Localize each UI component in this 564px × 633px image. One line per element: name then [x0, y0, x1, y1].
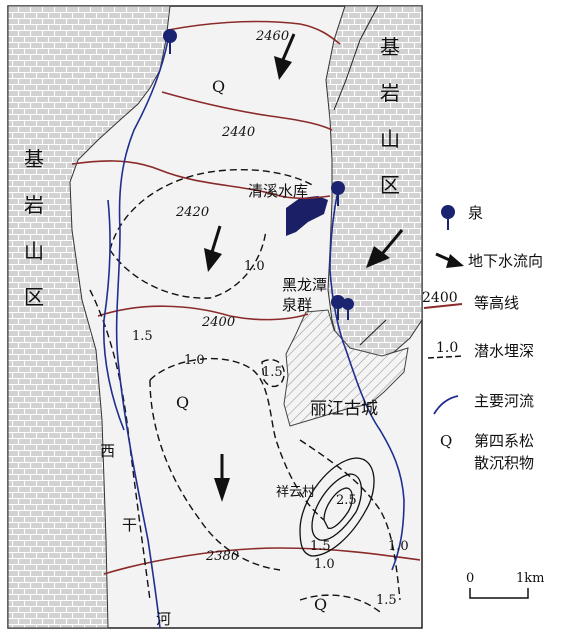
place-labels: 清溪水库 黑龙潭 泉群 丽江古城 祥云村	[248, 182, 378, 500]
svg-text:河: 河	[156, 610, 171, 628]
spring-heilongtan-2	[342, 298, 354, 320]
svg-text:1km: 1km	[516, 571, 544, 586]
flow-arrow-central	[204, 225, 222, 272]
ring-middle	[311, 473, 362, 541]
legend-river: 主要河流	[433, 392, 534, 415]
reservoir-shape	[286, 196, 328, 236]
depth-1.0-central	[149, 357, 325, 521]
river-east	[329, 189, 405, 571]
depth-rings-village	[299, 457, 375, 557]
svg-text:潜水埋深: 潜水埋深	[474, 342, 534, 360]
bedrock-right	[325, 5, 423, 365]
contour-2380	[103, 547, 421, 575]
legend-contour: 2400 等高线	[422, 290, 519, 312]
contour-labels: 2460 2440 2420 2400 2380	[175, 29, 289, 564]
spring-north	[163, 29, 177, 54]
contour-label-2420: 2420	[175, 205, 209, 220]
depth-label-2: 1.5	[132, 329, 153, 344]
rivers	[102, 39, 405, 629]
svg-text:散沉积物: 散沉积物	[474, 454, 534, 472]
contour-2420	[71, 160, 331, 200]
depth-1.0-north-return	[109, 229, 267, 299]
depth-label-7: 1.0	[314, 557, 335, 572]
reservoir-label: 清溪水库	[248, 182, 308, 200]
contour-2440	[161, 91, 333, 131]
spring-heilongtan-1	[331, 295, 345, 320]
legend-quaternary: Q 第四系松 散沉积物	[440, 432, 534, 472]
svg-text:第四系松: 第四系松	[474, 432, 534, 450]
legend-spring: 泉	[441, 204, 483, 230]
depth-label-4: 1.5	[262, 365, 283, 380]
ring-inner	[323, 487, 353, 530]
legend-depth: 1.0 潜水埋深	[427, 340, 534, 360]
svg-text:等高线: 等高线	[474, 294, 519, 312]
scale-bar: 0 1km	[466, 571, 544, 599]
depth-label-3: 1.0	[184, 353, 205, 368]
quaternary-labels: Q Q Q	[176, 77, 327, 614]
river-west-gan	[115, 39, 169, 629]
contour-label-2380: 2380	[205, 549, 239, 564]
q-label-central: Q	[176, 393, 189, 412]
spring-reservoir	[331, 181, 345, 206]
contour-label-2440: 2440	[221, 125, 255, 140]
springs	[163, 29, 354, 320]
depth-label-8: 1.0	[388, 539, 409, 554]
flow-arrow-north	[274, 33, 296, 80]
depth-label-5: 2.5	[336, 493, 357, 508]
svg-text:岩: 岩	[24, 193, 44, 217]
svg-text:泉: 泉	[468, 204, 483, 222]
depth-1.0-north	[109, 168, 315, 251]
old-town-label: 丽江古城	[310, 399, 378, 419]
legend-flow: 地下水流向	[435, 252, 543, 270]
contour-lines	[71, 20, 421, 575]
depth-1.5-small	[261, 358, 285, 387]
flow-arrow-east	[366, 229, 404, 268]
depth-label-6: 1.5	[310, 539, 331, 554]
depth-label-1: 1.0	[244, 259, 265, 274]
svg-text:主要河流: 主要河流	[474, 392, 534, 410]
bedrock-label-right: 基 岩 山 区	[380, 35, 400, 197]
svg-text:山: 山	[24, 239, 44, 263]
svg-text:西: 西	[100, 442, 115, 460]
svg-text:干: 干	[122, 516, 137, 534]
svg-text:2400: 2400	[422, 290, 458, 306]
ring-outer	[299, 457, 375, 557]
q-label-north: Q	[212, 77, 225, 96]
svg-text:0: 0	[466, 571, 474, 586]
depth-label-9: 1.5	[376, 593, 397, 608]
depth-south	[299, 594, 381, 613]
svg-text:1.0: 1.0	[436, 340, 458, 356]
flow-arrow-south	[214, 454, 230, 502]
spring-group-label-2: 泉群	[282, 296, 312, 314]
svg-text:区: 区	[380, 173, 400, 197]
bedrock-label-left: 基 岩 山 区	[24, 147, 44, 309]
old-town-area	[283, 309, 409, 427]
contour-2400	[97, 305, 309, 321]
q-label-south: Q	[314, 595, 327, 614]
river-west-gan-branch	[102, 199, 125, 431]
river-name-label: 西 干 河	[100, 442, 171, 628]
depth-labels: 1.0 1.5 1.0 1.5 2.5 1.5 1.0 1.0 1.5	[132, 259, 409, 608]
svg-text:岩: 岩	[380, 81, 400, 105]
bedrock-line-1	[333, 5, 379, 111]
svg-text:基: 基	[24, 147, 44, 171]
flow-arrows	[204, 33, 404, 502]
bedrock-line-2	[359, 319, 387, 346]
spring-group-label-1: 黑龙潭	[282, 276, 327, 294]
contour-2460	[167, 20, 341, 45]
legend: 泉 地下水流向 2400 等高线 1.0 潜水埋深 主要河流 Q 第四系松 散沉…	[422, 204, 543, 472]
contour-label-2460: 2460	[255, 29, 289, 44]
village-label: 祥云村	[276, 485, 315, 500]
svg-text:山: 山	[380, 127, 400, 151]
svg-text:基: 基	[380, 35, 400, 59]
contour-label-2400: 2400	[201, 315, 235, 330]
svg-text:Q: Q	[440, 432, 452, 450]
svg-text:区: 区	[24, 285, 44, 309]
svg-text:地下水流向: 地下水流向	[468, 252, 543, 270]
